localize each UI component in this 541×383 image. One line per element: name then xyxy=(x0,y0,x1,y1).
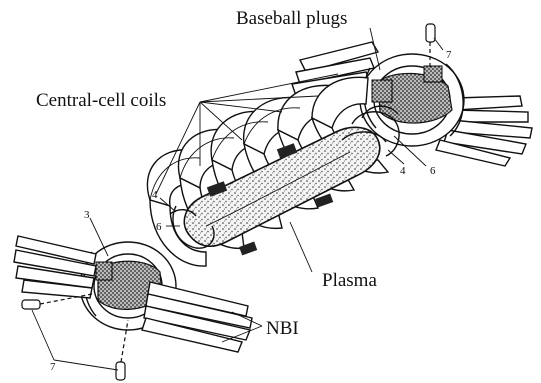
callout-4-left: 4 xyxy=(152,189,158,201)
central-cell-coils-label: Central-cell coils xyxy=(36,90,166,111)
nbi-label: NBI xyxy=(266,318,299,339)
callout-7-bottom: 7 xyxy=(50,361,56,373)
injector-left xyxy=(22,294,92,309)
nbi-beams-bottom xyxy=(142,282,252,352)
callout-3: 3 xyxy=(84,209,90,221)
nbi-beams-left xyxy=(14,236,96,298)
callout-6-right: 6 xyxy=(430,165,436,177)
plasma-label: Plasma xyxy=(322,270,377,291)
baseball-plug-right xyxy=(360,54,464,146)
callout-7-top: 7 xyxy=(446,49,452,61)
callout-4-right: 4 xyxy=(400,165,406,177)
baseball-plugs-label: Baseball plugs xyxy=(236,8,347,29)
callout-6-left: 6 xyxy=(156,221,162,233)
